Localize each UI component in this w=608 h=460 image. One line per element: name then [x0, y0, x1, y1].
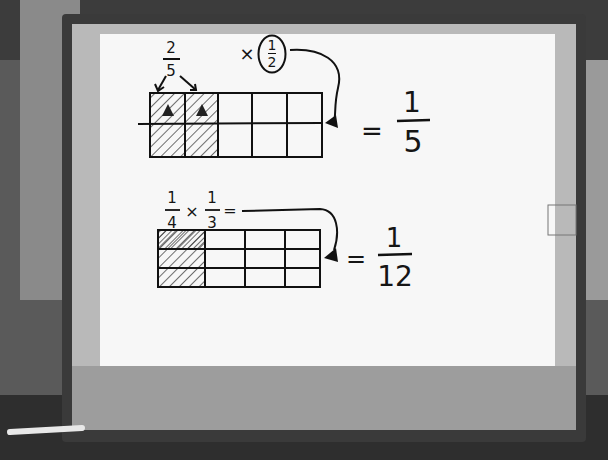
handwritten-number: 3 [207, 216, 217, 231]
handwritten-number: 4 [167, 216, 177, 231]
handwritten-number: × [185, 204, 198, 220]
handwritten-number: = [346, 247, 366, 271]
handwritten-number: × [239, 45, 254, 63]
handwritten-number: 1 [403, 89, 421, 117]
handwritten-number: 2 [166, 41, 176, 56]
fraction-part: 1 [268, 38, 277, 53]
handwritten-number: 1 [207, 191, 217, 206]
circled-fraction: 12 [257, 34, 287, 74]
handwritten-number: 12 [377, 263, 413, 291]
handwritten-number: 5 [166, 64, 176, 79]
handwritten-number: = [361, 118, 383, 144]
handwritten-number: = [223, 203, 236, 219]
fraction-part: 2 [268, 53, 277, 70]
handwritten-number: 5 [403, 127, 422, 157]
handwritten-number: 1 [386, 225, 403, 251]
handwritten-number: 1 [167, 191, 177, 206]
